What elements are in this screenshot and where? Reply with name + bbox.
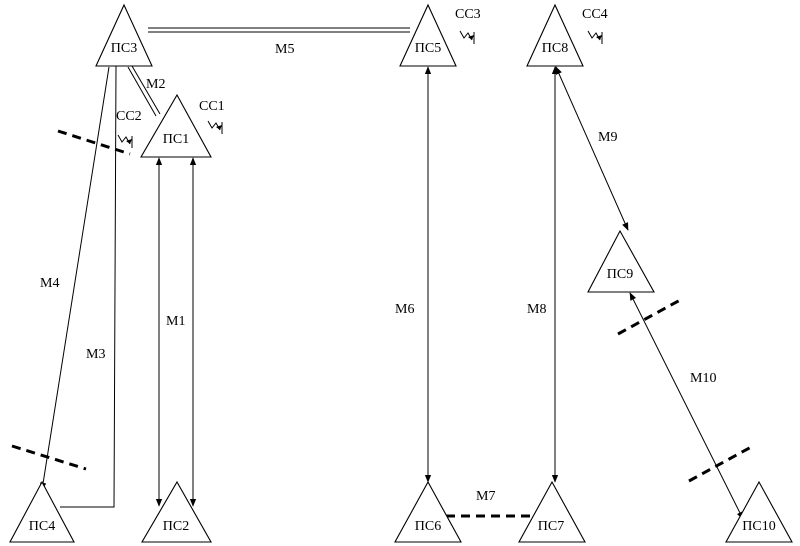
station-ps2-label: ПС2	[163, 519, 189, 534]
station-ps10-label: ПС10	[742, 519, 775, 534]
station-ps4: ПС4	[9, 480, 75, 543]
station-ps7: ПС7	[518, 480, 586, 543]
link-m10	[629, 292, 744, 520]
link-label-m6: М6	[395, 302, 414, 317]
station-ps9: ПС9	[587, 229, 655, 293]
station-ps5-label: ПС5	[415, 41, 441, 56]
link-label-m2: М2	[146, 77, 165, 92]
link-m4	[39, 66, 110, 491]
clock-label-cc1: СС1	[199, 99, 225, 114]
station-ps3-label: ПС3	[111, 41, 137, 56]
link-label-m8: М8	[527, 302, 546, 317]
station-ps2: ПС2	[141, 480, 212, 543]
clock-symbol-cc4	[587, 30, 603, 44]
link-label-m4: М4	[40, 276, 59, 291]
station-ps3: ПС3	[95, 3, 153, 67]
clock-symbol-cc1	[207, 120, 223, 134]
link-label-m10: М10	[690, 371, 716, 386]
clock-label-cc4: СС4	[582, 7, 608, 22]
clock-symbol-cc3	[459, 30, 475, 44]
station-ps1-label: ПС1	[163, 132, 189, 147]
station-ps6-label: ПС6	[415, 519, 441, 534]
link-m5	[148, 27, 410, 33]
clock-label-cc2: СС2	[116, 109, 142, 124]
clock-label-cc3: СС3	[455, 7, 481, 22]
station-ps10: ПС10	[725, 480, 793, 543]
link-m2	[127, 65, 161, 117]
link-m3	[60, 65, 117, 508]
station-ps9-label: ПС9	[607, 267, 633, 282]
boundary-mark-4	[688, 444, 754, 483]
link-label-m9: М9	[598, 130, 617, 145]
link-label-m1: М1	[166, 314, 185, 329]
station-ps5: ПС5	[399, 3, 457, 67]
link-label-m5: М5	[275, 42, 294, 57]
station-ps8: ПС8	[526, 3, 584, 67]
clock-symbol-cc2	[117, 134, 133, 148]
link-m9	[555, 66, 629, 231]
boundary-mark-1	[57, 129, 131, 156]
boundary-mark-3	[617, 297, 683, 336]
station-ps4-label: ПС4	[29, 519, 55, 534]
link-label-m3: М3	[86, 347, 105, 362]
station-ps1: ПС1	[140, 93, 212, 158]
station-ps6: ПС6	[394, 480, 462, 543]
station-ps7-label: ПС7	[538, 519, 564, 534]
boundary-mark-2	[11, 444, 87, 471]
link-label-m7: М7	[476, 489, 495, 504]
station-ps8-label: ПС8	[542, 41, 568, 56]
